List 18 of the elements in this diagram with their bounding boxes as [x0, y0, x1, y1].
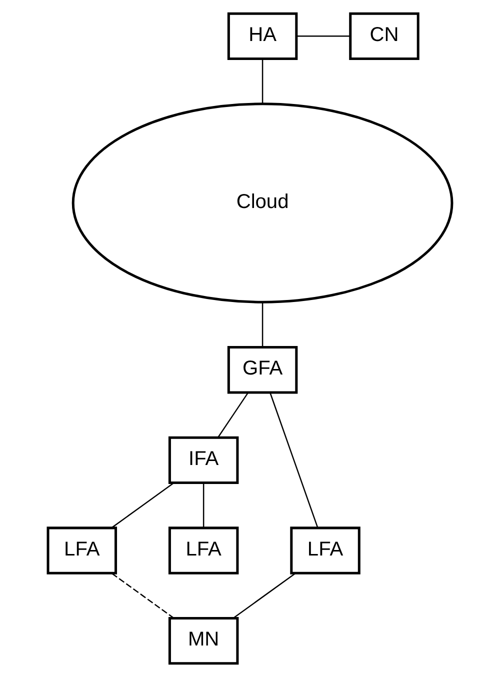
connector — [202, 483, 204, 528]
node-box: MN — [168, 617, 239, 665]
connector — [262, 302, 264, 347]
node-box: IFA — [168, 436, 239, 484]
connector — [111, 482, 174, 528]
connector — [232, 572, 296, 619]
connector — [112, 572, 174, 619]
connector — [217, 392, 248, 438]
node-box: LFA — [46, 526, 118, 574]
node-box: CN — [349, 12, 420, 60]
connector — [270, 392, 318, 528]
node-box: HA — [227, 12, 298, 60]
node-box: LFA — [290, 526, 360, 574]
node-box: GFA — [227, 346, 298, 394]
connector — [296, 36, 350, 37]
node-box: LFA — [168, 526, 239, 574]
connector — [262, 58, 264, 104]
node-ellipse: Cloud — [72, 102, 454, 304]
